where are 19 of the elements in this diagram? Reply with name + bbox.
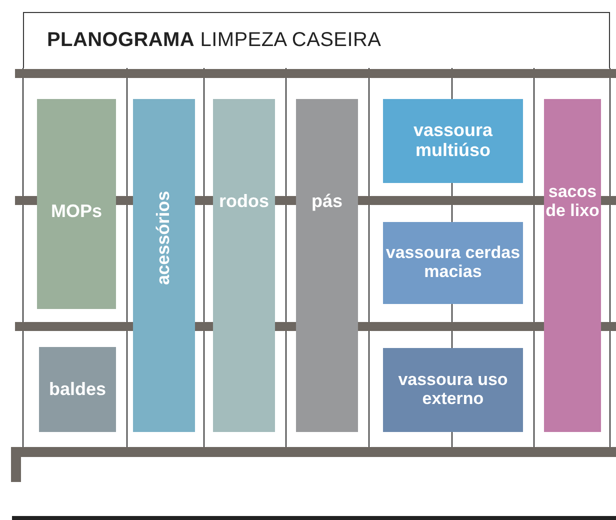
product-block	[544, 99, 601, 432]
product-label: pás	[311, 192, 343, 212]
product-label: acessórios	[154, 190, 174, 285]
product-label: vassoura uso externo	[397, 371, 509, 409]
product-block	[383, 99, 523, 183]
product-block	[383, 222, 523, 304]
product-label: baldes	[48, 380, 106, 400]
product-block	[133, 99, 195, 432]
product-block	[383, 348, 523, 432]
product-block	[213, 99, 275, 432]
product-label: vassoura multiúso	[412, 121, 494, 161]
product-block	[296, 99, 358, 432]
product-label: sacos de lixo	[544, 182, 600, 220]
product-label: MOPs	[50, 202, 102, 222]
product-label: vassoura cerdas macias	[384, 244, 522, 282]
product-block	[37, 99, 116, 309]
product-block	[39, 347, 116, 432]
title: PLANOGRAMA LIMPEZA CASEIRA	[47, 29, 382, 52]
product-label: rodos	[218, 192, 269, 212]
